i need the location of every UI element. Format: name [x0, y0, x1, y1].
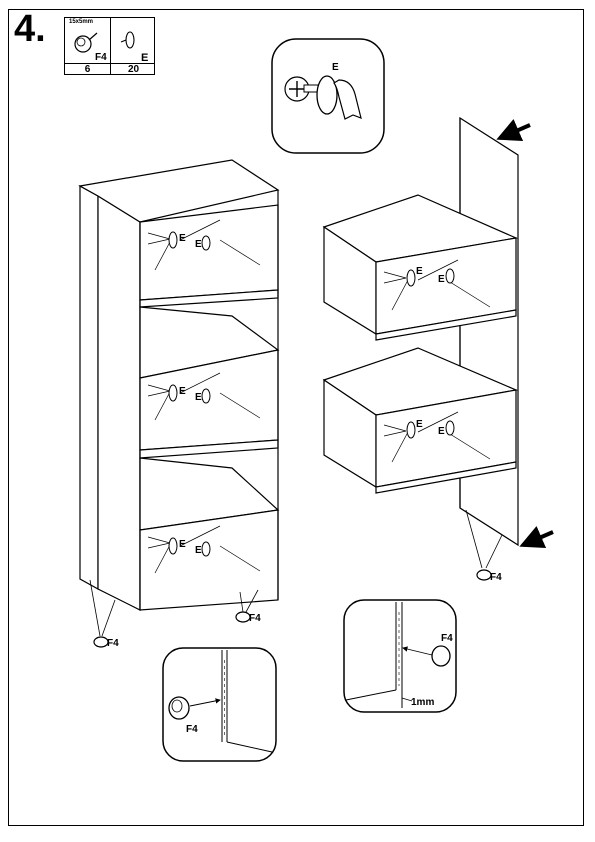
glide-label: F4 [186, 724, 198, 735]
glide-detail-callout-left: F4 [162, 647, 277, 762]
glide-label: F4 [107, 638, 119, 649]
connector-icons-right [406, 268, 455, 439]
connector-label: E [195, 239, 202, 250]
connector-labels-right: E E E E [416, 266, 445, 437]
connector-detail-callout: E [271, 38, 385, 154]
part-count: 6 [84, 64, 91, 75]
step-number: 4. [14, 8, 46, 50]
glide-icon [431, 645, 451, 667]
connector-label: E [332, 62, 339, 73]
connector-label: E [179, 233, 186, 244]
part-size-label: 15x5mm [69, 19, 94, 25]
table-divider [65, 63, 154, 64]
glide-icon [235, 611, 251, 623]
cam-screw-icon [284, 76, 319, 102]
connector-label: E [179, 539, 186, 550]
right-box-connectors [383, 259, 491, 463]
table-divider [110, 18, 111, 74]
part-count: 20 [127, 64, 140, 75]
connector-cap [316, 75, 338, 115]
part-code-label: E [141, 52, 149, 64]
finger-icon [333, 79, 362, 120]
furniture-glide-icon [74, 32, 98, 53]
left-glides [89, 579, 259, 648]
dowel-connector-icon [120, 31, 135, 49]
glide-icon [168, 696, 190, 720]
connector-icons-left [168, 231, 211, 557]
connector-label: E [416, 266, 423, 277]
push-arrow-icon [496, 119, 554, 549]
glide-detail-callout-right: F4 1mm [343, 599, 457, 713]
left-bookshelf [78, 159, 280, 611]
connector-label: E [179, 386, 186, 397]
connector-label: E [195, 392, 202, 403]
page-border [8, 9, 584, 826]
right-cabinet [322, 116, 519, 547]
connector-label: E [195, 545, 202, 556]
connector-labels-left: E E E E E E [179, 233, 202, 556]
parts-table: 15x5mm F4 E 6 20 [64, 17, 155, 75]
part-code-label: F4 [95, 52, 107, 63]
glide-label: F4 [441, 633, 453, 644]
connector-label: E [438, 426, 445, 437]
glide-icon [93, 636, 109, 648]
connector-label: E [416, 419, 423, 430]
glide-icon [476, 569, 492, 581]
right-glide [465, 509, 503, 581]
glide-label: F4 [490, 572, 502, 583]
gap-label: 1mm [411, 697, 434, 708]
glide-label: F4 [249, 613, 261, 624]
left-shelf-connectors [147, 219, 261, 574]
connector-label: E [438, 274, 445, 285]
